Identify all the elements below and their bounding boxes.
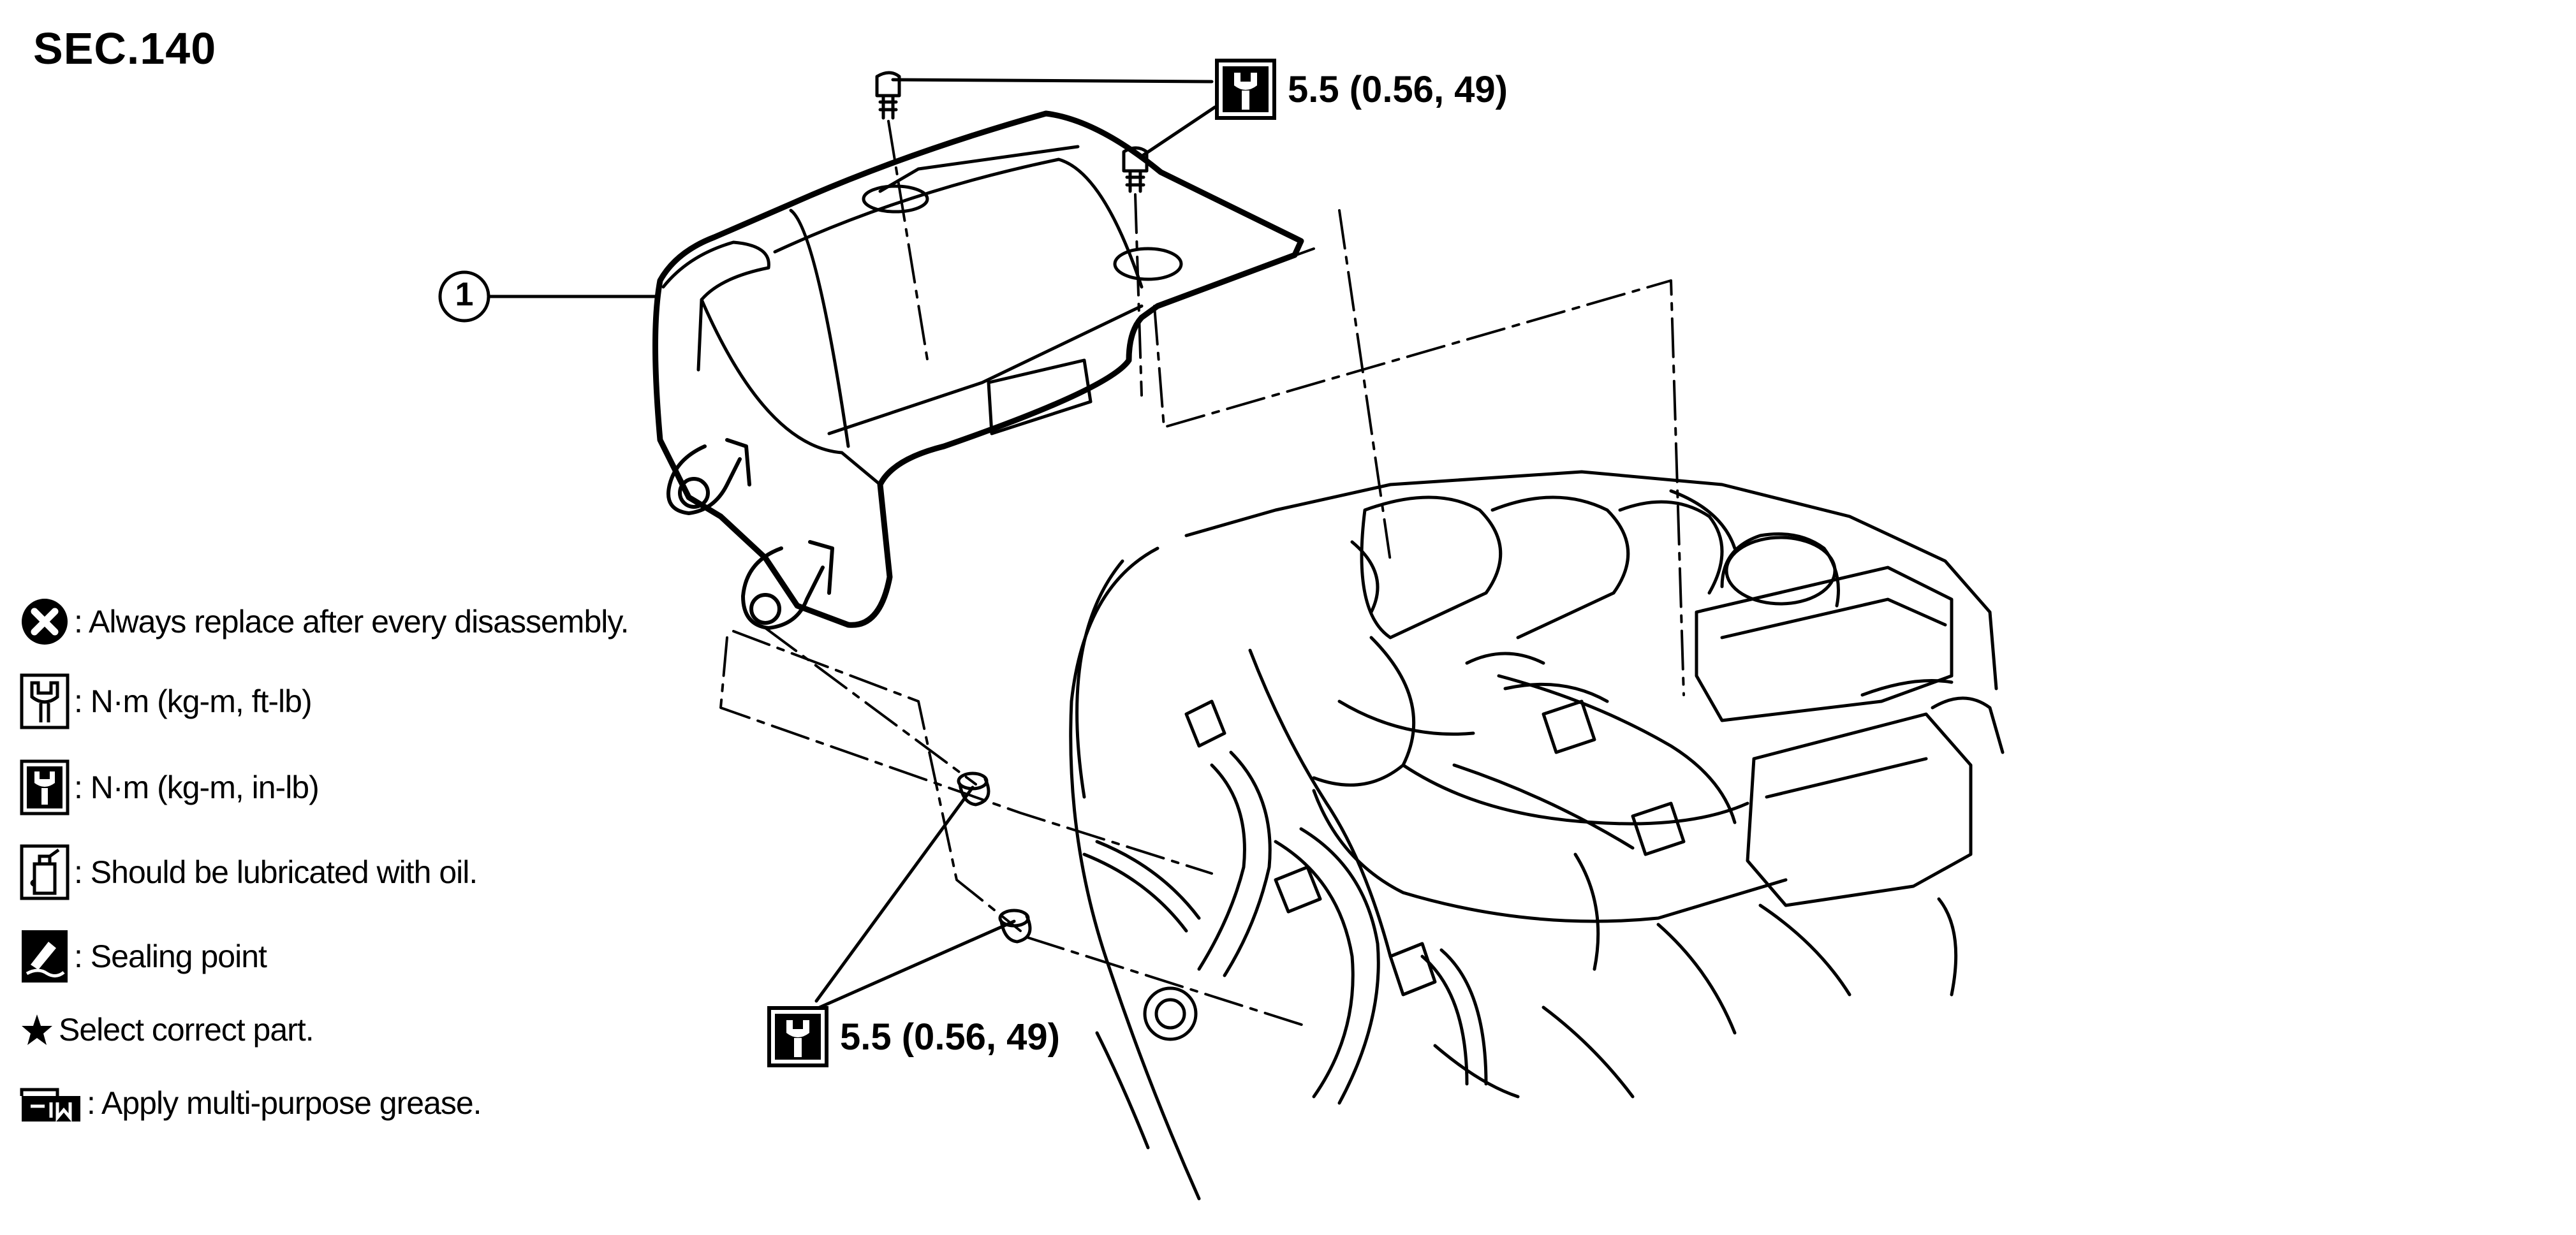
star-icon <box>22 1014 52 1045</box>
engine-cover-part <box>652 110 1304 628</box>
legend-item-select-part: Select correct part. <box>19 1011 314 1049</box>
torque-spec-lower: 5.5 (0.56, 49) <box>767 1006 1060 1067</box>
torque-wrench-in-lb-icon <box>1215 59 1276 120</box>
callout-1 <box>438 270 490 323</box>
legend-item-torque-ft-lb: : N·m (kg-m, ft-lb) <box>19 673 313 730</box>
legend-text: : Always replace after every disassembly… <box>74 604 629 639</box>
oil-can-icon <box>20 844 70 900</box>
legend-item-sealing: : Sealing point <box>19 928 267 985</box>
sealant-icon <box>22 930 68 983</box>
legend-text: : N·m (kg-m, in-lb) <box>74 770 320 805</box>
always-replace-icon <box>22 599 68 645</box>
torque-wrench-ft-lb-icon <box>20 673 70 729</box>
legend-text: : N·m (kg-m, ft-lb) <box>74 683 313 719</box>
torque-value-lower: 5.5 (0.56, 49) <box>840 1016 1060 1058</box>
legend-item-grease: : Apply multi-purpose grease. <box>19 1081 482 1125</box>
engine-cover-detail <box>661 145 1183 486</box>
torque-wrench-in-lb-icon <box>20 759 70 815</box>
torque-spec-upper: 5.5 (0.56, 49) <box>1215 59 1508 120</box>
engine-assembly <box>1069 470 2005 1201</box>
leader-lines <box>484 78 1217 1009</box>
alignment-phantom-lines <box>719 120 1685 1028</box>
legend-text: : Should be lubricated with oil. <box>74 854 478 890</box>
legend-text: : Sealing point <box>74 939 267 974</box>
legend-item-oil: : Should be lubricated with oil. <box>19 844 478 901</box>
torque-wrench-in-lb-icon <box>767 1006 828 1067</box>
legend-text: : Apply multi-purpose grease. <box>87 1085 482 1121</box>
torque-value-upper: 5.5 (0.56, 49) <box>1288 68 1508 110</box>
cover-mounting-tabs <box>666 438 834 630</box>
legend-item-always-replace: : Always replace after every disassembly… <box>19 596 629 647</box>
grease-gun-icon <box>20 1088 80 1122</box>
lower-clips <box>957 771 1032 944</box>
section-code: SEC.140 <box>33 24 217 73</box>
callout-1-label: 1 <box>455 276 474 313</box>
legend-text: Select correct part. <box>59 1012 314 1048</box>
top-bolts <box>875 71 1149 193</box>
legend-item-torque-in-lb: : N·m (kg-m, in-lb) <box>19 759 320 816</box>
